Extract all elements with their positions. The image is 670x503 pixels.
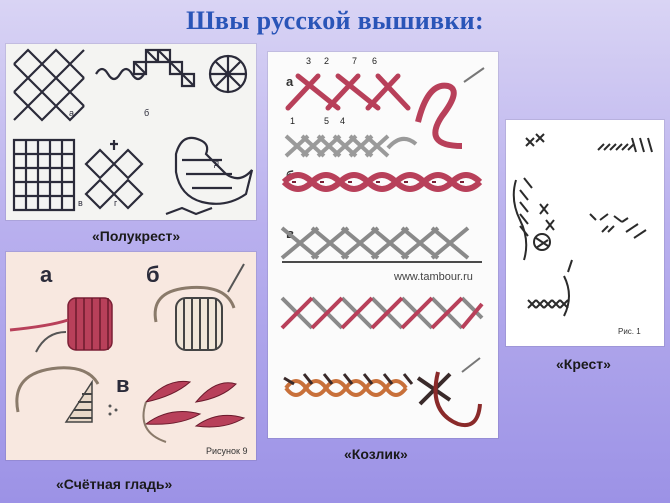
polukrest-label-v: в	[78, 198, 83, 208]
kozlik-illustration: 3 2 7 6 1 5 4 а б в	[268, 52, 498, 438]
polukrest-panel: а б в г д	[6, 44, 256, 220]
kozlik-num-3: 3	[306, 56, 311, 66]
glad-label-a: а	[40, 262, 53, 287]
kozlik-num-4: 4	[340, 116, 345, 126]
caption-krest: «Крест»	[556, 356, 611, 372]
kozlik-watermark: www.tambour.ru	[393, 271, 473, 283]
glad-label-b: б	[146, 262, 160, 287]
glad-panel: а б в Рисунок 9	[6, 252, 256, 460]
krest-panel: Рис. 1	[506, 120, 664, 346]
polukrest-label-b: б	[144, 108, 149, 118]
polukrest-label-g: г	[114, 198, 118, 208]
glad-label-v: в	[116, 372, 130, 397]
polukrest-label-a: а	[69, 108, 74, 118]
kozlik-num-7: 7	[352, 56, 357, 66]
polukrest-label-d: д	[214, 158, 220, 168]
caption-schetnaya-glad: «Счётная гладь»	[56, 476, 173, 492]
kozlik-row-label-a: а	[286, 74, 294, 89]
page-title: Швы русской вышивки:	[186, 6, 484, 35]
krest-illustration: Рис. 1	[506, 120, 664, 346]
kozlik-num-2: 2	[324, 56, 329, 66]
kozlik-num-1: 1	[290, 116, 295, 126]
krest-figure-caption: Рис. 1	[618, 327, 641, 336]
kozlik-num-6: 6	[372, 56, 377, 66]
glad-illustration: а б в Рисунок 9	[6, 252, 256, 460]
kozlik-num-5: 5	[324, 116, 329, 126]
kozlik-panel: 3 2 7 6 1 5 4 а б в	[268, 52, 498, 438]
caption-kozlik: «Козлик»	[344, 446, 408, 462]
glad-figure-caption: Рисунок 9	[206, 446, 247, 456]
polukrest-illustration: а б в г д	[6, 44, 256, 220]
caption-polukrest: «Полукрест»	[92, 228, 181, 244]
